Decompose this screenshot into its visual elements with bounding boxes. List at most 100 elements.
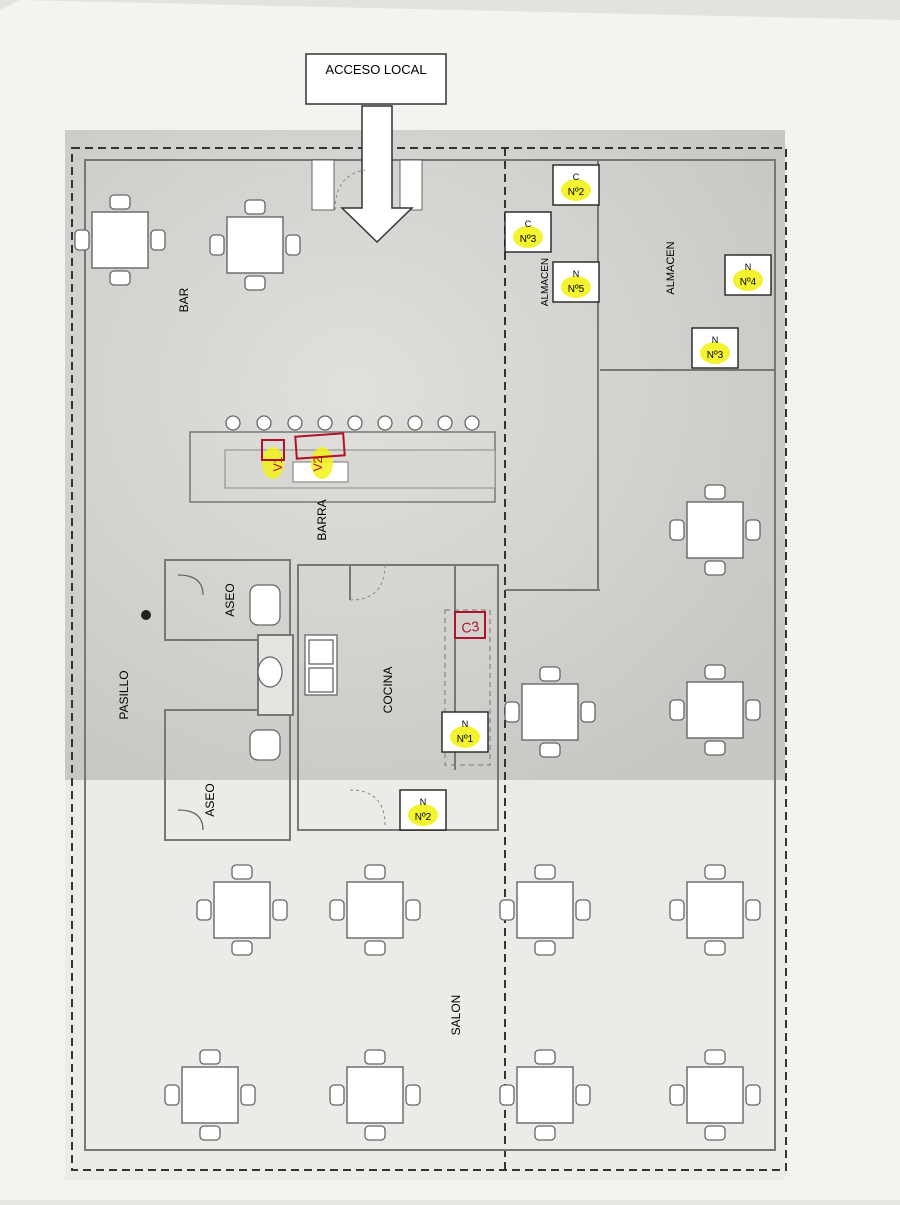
chair xyxy=(704,560,726,576)
marker-number: Nº3 xyxy=(707,350,724,361)
table-with-chairs xyxy=(669,1049,761,1141)
room-label-almacen-large: ALMACEN xyxy=(665,241,677,294)
chair xyxy=(199,1049,221,1065)
chair xyxy=(704,1049,726,1065)
handwritten-v1: V1 xyxy=(271,456,285,471)
marker-type: C xyxy=(525,219,532,229)
entrance-door-left xyxy=(311,159,335,211)
chair xyxy=(209,234,225,256)
marker-type: N xyxy=(462,719,469,729)
local-boundary xyxy=(71,147,787,1171)
room-label-barra: BARRA xyxy=(315,499,329,540)
table-with-chairs xyxy=(504,666,596,758)
chair xyxy=(499,899,515,921)
marker-number: Nº5 xyxy=(568,284,585,295)
chair xyxy=(534,1125,556,1141)
marker-type: N xyxy=(420,797,427,807)
chair xyxy=(669,519,685,541)
chair xyxy=(364,1049,386,1065)
room-label-almacen-small: ALMACEN xyxy=(540,258,551,306)
chair xyxy=(669,899,685,921)
chair xyxy=(539,666,561,682)
chair xyxy=(285,234,301,256)
chair xyxy=(745,519,761,541)
marker-type: N xyxy=(745,262,752,272)
table-with-chairs xyxy=(74,194,166,286)
bar-stools xyxy=(225,415,480,431)
marker-type: C xyxy=(573,172,580,182)
handwritten-marks: V1 V2 C3 xyxy=(261,432,486,639)
marker-number: Nº2 xyxy=(415,812,432,823)
chair xyxy=(704,940,726,956)
exterior-walls xyxy=(84,159,776,1151)
room-label-pasillo: PASILLO xyxy=(117,670,131,719)
room-label-cocina: COCINA xyxy=(381,667,395,714)
toilets xyxy=(177,574,283,831)
table-with-chairs xyxy=(499,864,591,956)
chair xyxy=(669,699,685,721)
chair xyxy=(534,940,556,956)
chair xyxy=(329,899,345,921)
door-swings xyxy=(334,169,386,826)
chair xyxy=(109,194,131,210)
room-label-aseo-top: ASEO xyxy=(223,583,237,616)
handwritten-c3: C3 xyxy=(460,618,480,636)
chair xyxy=(272,899,288,921)
kitchen-counter xyxy=(444,609,491,766)
chair xyxy=(704,740,726,756)
chair xyxy=(405,899,421,921)
chair xyxy=(364,864,386,880)
chair xyxy=(150,229,166,251)
room-label-bar: BAR xyxy=(177,287,191,312)
entrance-door-right xyxy=(399,159,423,211)
chair xyxy=(534,1049,556,1065)
chair xyxy=(580,701,596,723)
table-with-chairs xyxy=(669,664,761,756)
handwritten-v2: V2 xyxy=(311,456,325,471)
chair xyxy=(575,899,591,921)
chair xyxy=(539,742,561,758)
chair xyxy=(704,864,726,880)
chair xyxy=(244,275,266,291)
table-with-chairs xyxy=(329,864,421,956)
marker-n1: N Nº1 xyxy=(441,711,489,753)
chair xyxy=(74,229,90,251)
chair xyxy=(704,1125,726,1141)
chair xyxy=(745,1084,761,1106)
chair xyxy=(329,1084,345,1106)
table-with-chairs xyxy=(329,1049,421,1141)
chair xyxy=(164,1084,180,1106)
table-with-chairs xyxy=(196,864,288,956)
room-label-salon: SALON xyxy=(449,995,463,1036)
chair xyxy=(231,940,253,956)
tables-layer xyxy=(74,194,761,1141)
marker-type: N xyxy=(573,269,580,279)
chair xyxy=(704,664,726,680)
marker-number: Nº4 xyxy=(740,277,757,288)
chair xyxy=(575,1084,591,1106)
marker-c2: C Nº2 xyxy=(552,164,600,206)
table-with-chairs xyxy=(164,1049,256,1141)
chair xyxy=(669,1084,685,1106)
chair xyxy=(364,940,386,956)
chair xyxy=(109,270,131,286)
room-label-aseo-bottom: ASEO xyxy=(203,783,217,816)
chair xyxy=(199,1125,221,1141)
chair xyxy=(745,899,761,921)
marker-number: Nº2 xyxy=(568,187,585,198)
chair xyxy=(745,699,761,721)
chair xyxy=(504,701,520,723)
chair xyxy=(704,484,726,500)
marker-number: Nº1 xyxy=(457,734,474,745)
chair xyxy=(499,1084,515,1106)
kitchen-sink xyxy=(304,634,338,696)
marker-n4: N Nº4 xyxy=(724,254,772,296)
chair xyxy=(240,1084,256,1106)
marker-n5: N Nº5 xyxy=(552,261,600,303)
chair xyxy=(405,1084,421,1106)
